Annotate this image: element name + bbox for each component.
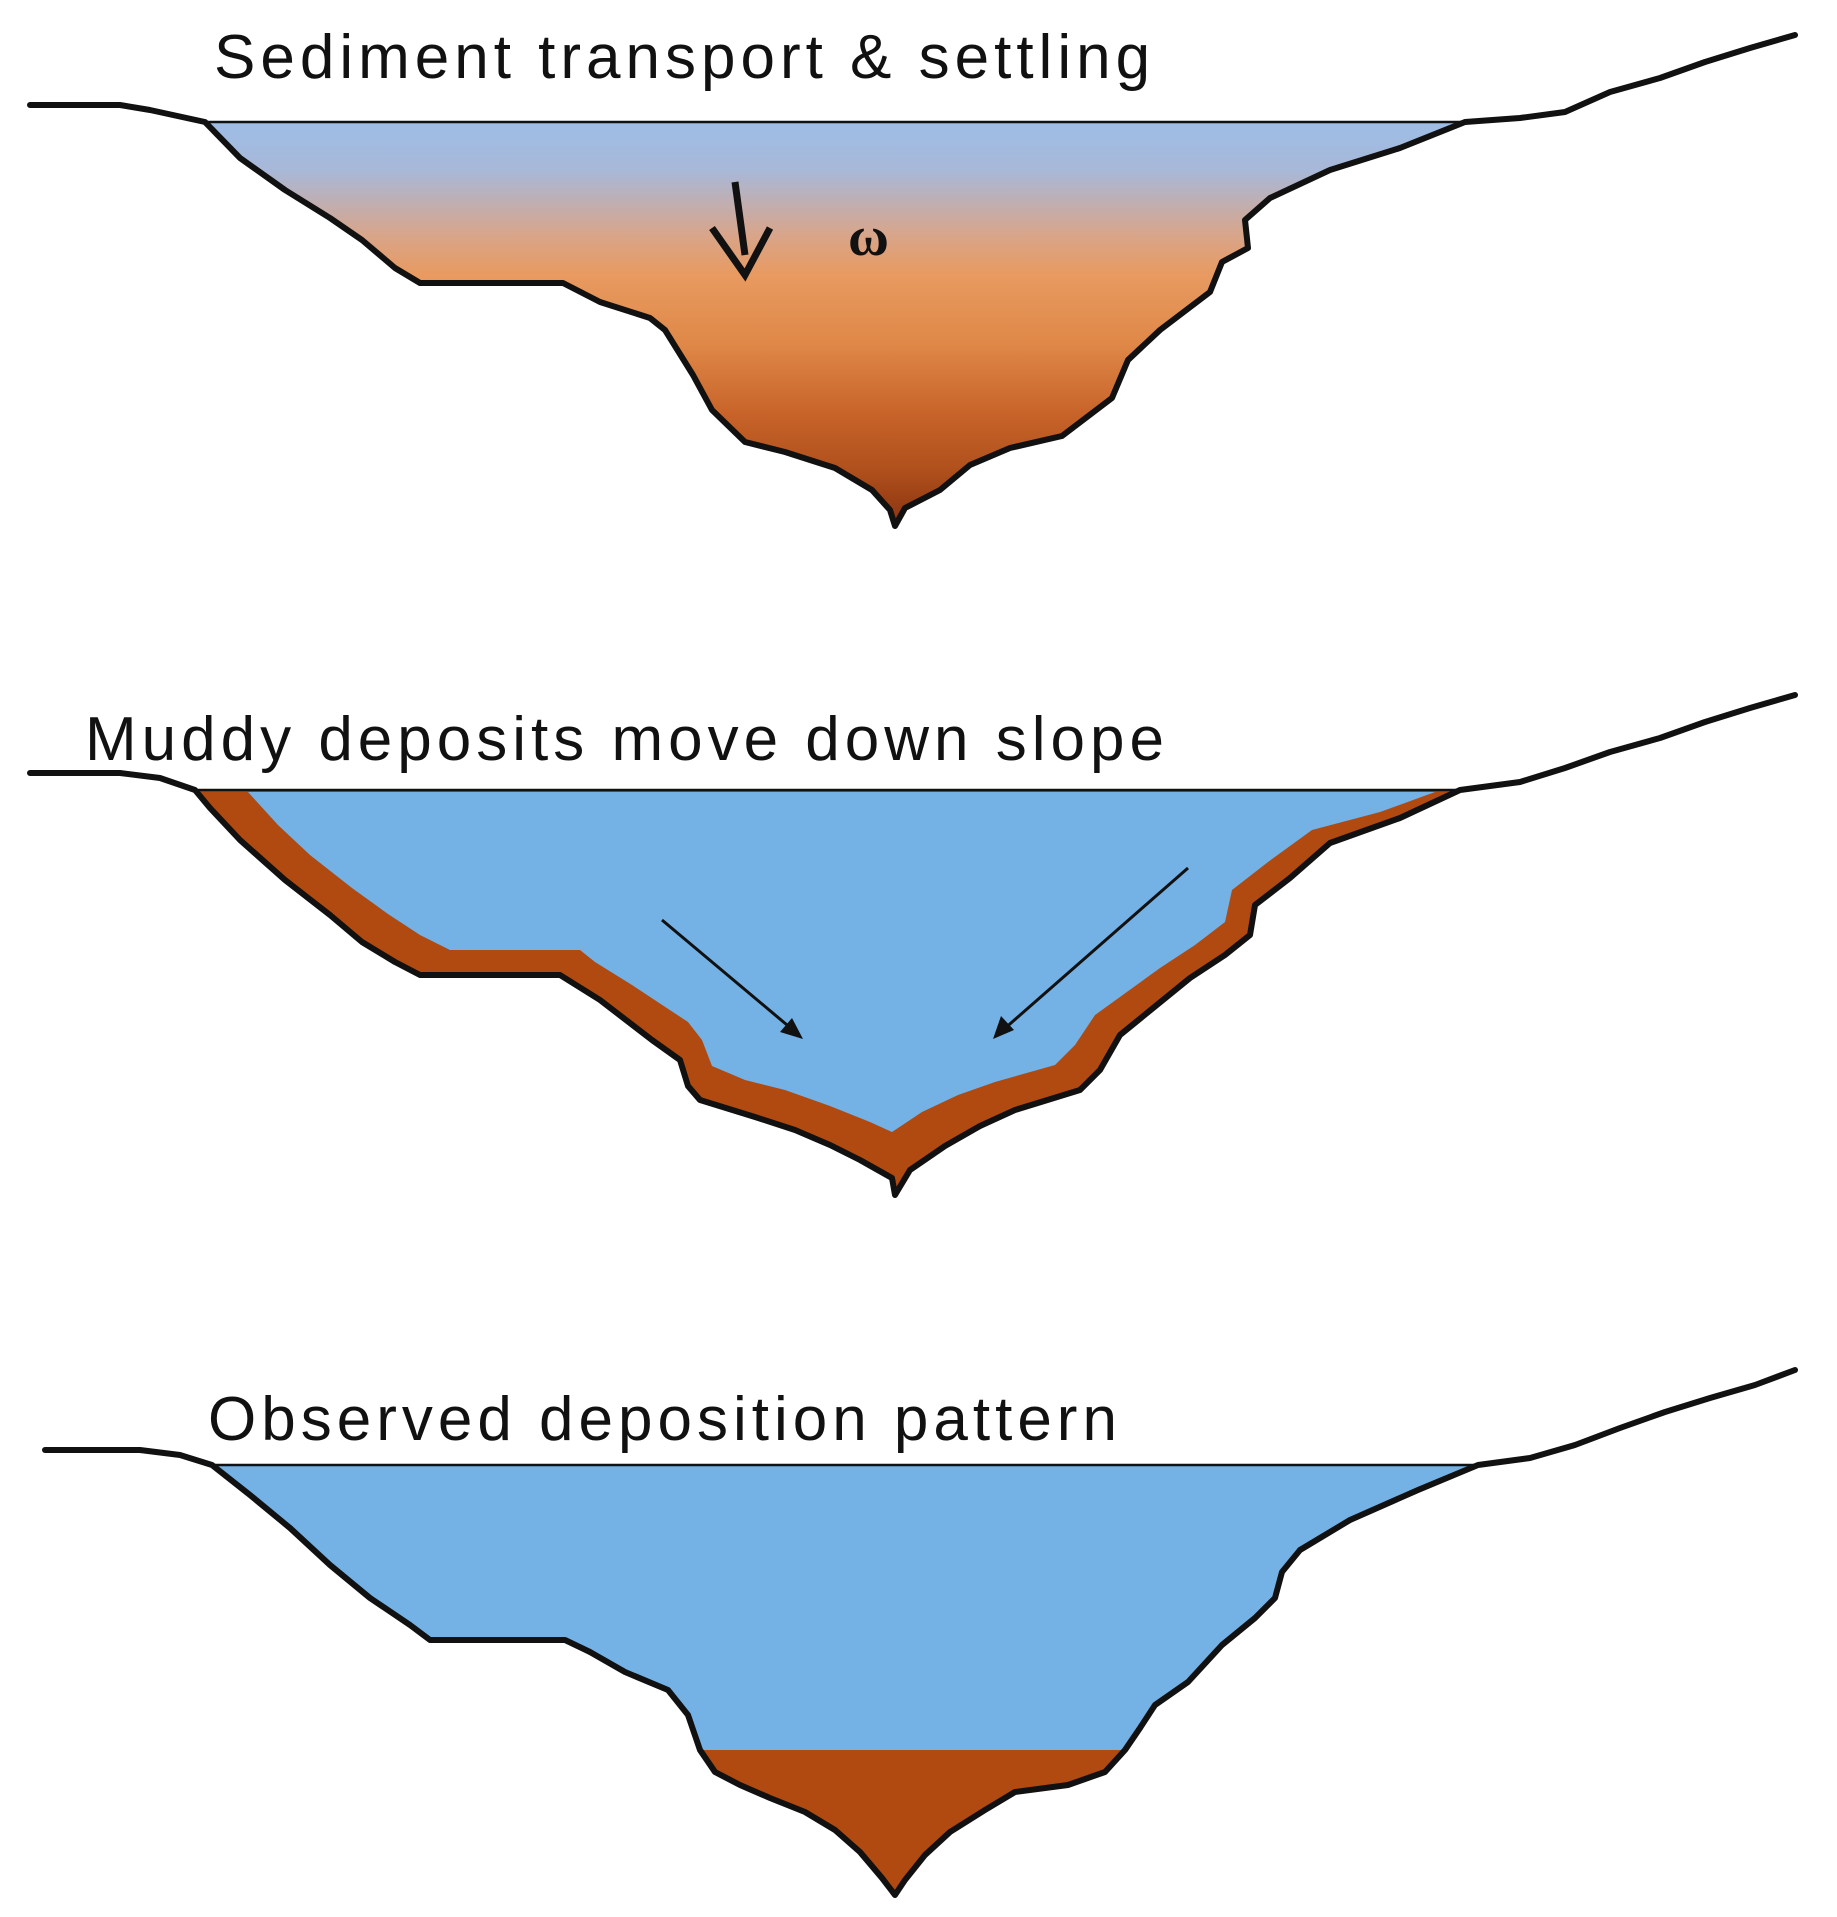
downslope-water-body — [248, 792, 1435, 1132]
channel-bed-profile-2 — [27, 692, 1798, 1198]
panel-1-title: Sediment transport & settling — [214, 23, 1155, 92]
panel-2-title: Muddy deposits move down slope — [85, 705, 1169, 774]
panel-observed: Observed deposition pattern — [42, 1367, 1798, 1898]
panel-settling: Sediment transport & settling ω — [27, 23, 1798, 529]
channel-bed-profile — [27, 32, 1798, 529]
settling-velocity-symbol: ω — [848, 206, 889, 268]
observed-water-body — [212, 1465, 1478, 1750]
downslope-arrow-left — [661, 918, 803, 1039]
settling-arrow — [709, 181, 774, 282]
downslope-arrow-right — [993, 866, 1189, 1039]
panel-downslope: Muddy deposits move down slope — [27, 692, 1798, 1198]
observed-deposit — [700, 1750, 1125, 1895]
panel-3-title: Observed deposition pattern — [208, 1385, 1122, 1454]
channel-bed-profile-3 — [42, 1367, 1798, 1898]
settling-water-column — [205, 122, 1465, 526]
